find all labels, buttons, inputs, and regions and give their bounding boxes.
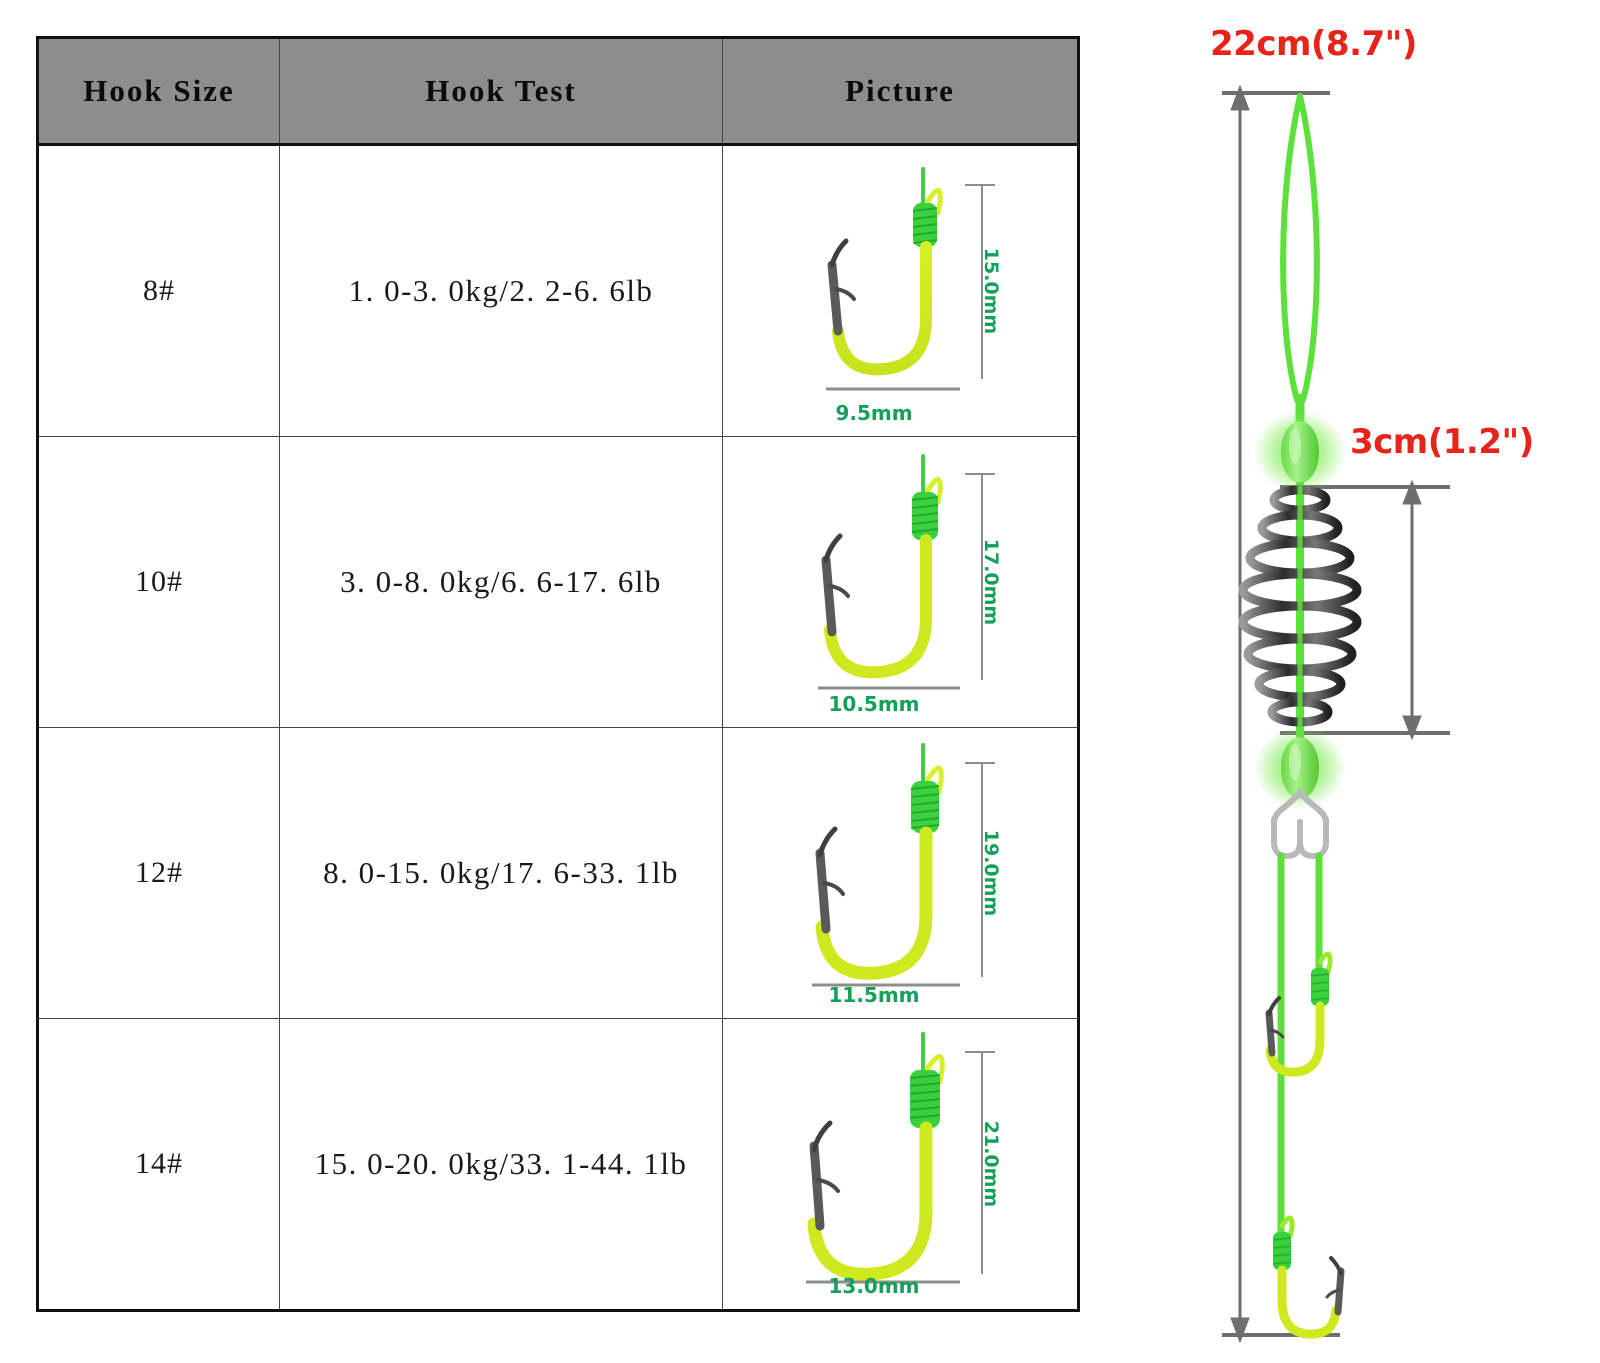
- rig-illustration: [1222, 84, 1450, 1344]
- rig-diagram-container: 22cm(8.7") 3cm(1.2"): [1150, 0, 1600, 1363]
- lower-luminous-bead: [1254, 726, 1346, 810]
- hook-width-label: 13.0mm: [828, 1274, 920, 1298]
- upper-luminous-bead: [1254, 410, 1346, 494]
- cell-hook-picture: 19.0mm 11.5mm: [722, 727, 1079, 1019]
- table-row: 10# 3. 0-8. 0kg/6. 6-17. 6lb: [37, 436, 1079, 728]
- hook-width-label: 10.5mm: [828, 692, 920, 716]
- cell-hook-test: 1. 0-3. 0kg/2. 2-6. 6lb: [279, 144, 723, 437]
- cell-hook-picture: 15.0mm 9.5mm: [722, 144, 1079, 437]
- hook-length-label: 15.0mm: [979, 247, 1002, 335]
- table-row: 8# 1. 0-3. 0kg/2. 2-6. 6lb: [37, 144, 1079, 437]
- hook-figure: 17.0mm 10.5mm: [750, 442, 1050, 722]
- hook-illustration: [812, 743, 995, 987]
- spring-length-label: 3cm(1.2"): [1350, 422, 1534, 462]
- lower-hook: [1272, 1215, 1345, 1339]
- cell-hook-test: 3. 0-8. 0kg/6. 6-17. 6lb: [279, 436, 723, 728]
- cell-hook-picture: 21.0mm 13.0mm: [722, 1018, 1079, 1311]
- table-row: 12# 8. 0-15. 0kg/17. 6-33. 1lb: [37, 727, 1079, 1019]
- table-body: 8# 1. 0-3. 0kg/2. 2-6. 6lb: [37, 144, 1079, 1311]
- hook-illustration: [818, 454, 995, 690]
- twin-line-clip: [1271, 789, 1329, 860]
- cell-hook-test: 8. 0-15. 0kg/17. 6-33. 1lb: [279, 727, 723, 1019]
- cell-hook-size: 10#: [37, 436, 280, 728]
- cell-hook-size: 8#: [37, 144, 280, 437]
- hook-figure: 15.0mm 9.5mm: [750, 151, 1050, 431]
- table-header: Hook Size Hook Test Picture: [37, 37, 1079, 146]
- hook-figure: 21.0mm 13.0mm: [750, 1024, 1050, 1304]
- upper-hook: [1265, 951, 1333, 1077]
- spring-feeder-coil: [1238, 482, 1362, 740]
- hook-width-label: 9.5mm: [835, 401, 913, 425]
- hook-illustration: [806, 1032, 995, 1284]
- cell-hook-size: 14#: [37, 1018, 280, 1311]
- total-length-label: 22cm(8.7"): [1210, 24, 1417, 64]
- hook-length-label: 17.0mm: [979, 538, 1002, 626]
- hook-width-label: 11.5mm: [828, 983, 920, 1007]
- hook-spec-table-container: Hook Size Hook Test Picture 8# 1. 0-3. 0…: [36, 36, 1080, 1312]
- hook-illustration: [826, 167, 995, 391]
- hook-length-label: 19.0mm: [979, 829, 1002, 917]
- column-header-hook-test: Hook Test: [279, 37, 723, 146]
- hook-figure: 19.0mm 11.5mm: [750, 733, 1050, 1013]
- top-loop: [1280, 93, 1320, 403]
- cell-hook-picture: 17.0mm 10.5mm: [722, 436, 1079, 728]
- column-header-picture: Picture: [722, 37, 1079, 146]
- column-header-hook-size: Hook Size: [37, 37, 280, 146]
- table-header-row: Hook Size Hook Test Picture: [37, 37, 1079, 146]
- cell-hook-test: 15. 0-20. 0kg/33. 1-44. 1lb: [279, 1018, 723, 1311]
- cell-hook-size: 12#: [37, 727, 280, 1019]
- table-row: 14# 15. 0-20. 0kg/33. 1-44. 1lb: [37, 1018, 1079, 1311]
- hook-length-label: 21.0mm: [979, 1120, 1002, 1208]
- hook-spec-table: Hook Size Hook Test Picture 8# 1. 0-3. 0…: [36, 36, 1080, 1312]
